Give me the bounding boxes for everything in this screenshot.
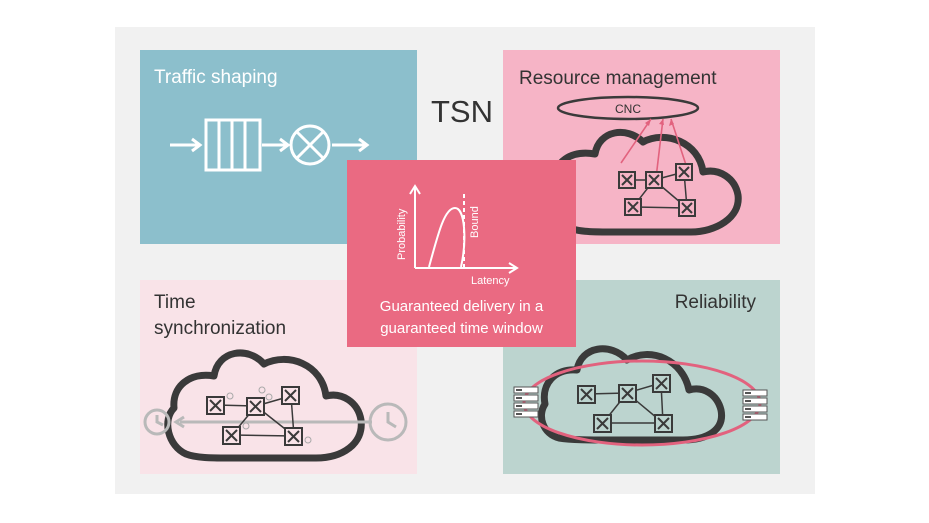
switch-nodes-icon [206,386,303,446]
network-cloud-icon [545,129,742,236]
traffic-shaping-illustration [170,118,370,172]
traffic-shaping-title: Traffic shaping [154,67,278,88]
time-sync-title-line1: Time [154,292,196,313]
center-caption-line1: Guaranteed delivery in a [379,298,544,315]
clock-right-icon [368,402,408,442]
server-right-icon [742,389,768,421]
x-axis-label: Latency [471,275,510,287]
cnc-label: CNC [615,102,641,116]
center-caption-line2: guaranteed time window [380,320,543,337]
redundant-path-icon [522,359,762,447]
mini-clock-icons [226,386,312,444]
shaper-icon [289,124,331,166]
reliability-title: Reliability [674,292,756,313]
time-synchronization-illustration [143,349,408,462]
resource-management-panel: Resource management CNC [503,50,780,244]
server-left-icon [513,386,539,418]
reliability-illustration [522,345,762,447]
bound-label: Bound [469,206,481,238]
diagram-title: TSN [431,94,493,129]
switch-nodes-icon [577,374,673,433]
clock-left-icon [143,408,171,436]
network-cloud-icon [164,349,365,462]
y-axis-label: Probability [396,208,408,260]
center-caption: Guaranteed delivery in a guaranteed time… [347,296,576,340]
time-sync-title-line2: synchronization [154,318,287,339]
arrow-in-head-icon [191,137,203,153]
center-guarantee-panel: Probability Bound Latency Guaranteed del… [347,160,576,347]
switch-nodes-icon [618,163,696,217]
cnc-ellipse-icon [556,95,700,121]
cnc-links-icon [620,118,687,179]
latency-distribution-illustration: Probability Bound Latency [396,184,519,287]
time-synchronization-title: Time synchronization [154,290,354,342]
distribution-curve-icon [428,206,466,268]
network-cloud-icon [538,345,726,444]
resource-management-title: Resource management [519,68,717,89]
